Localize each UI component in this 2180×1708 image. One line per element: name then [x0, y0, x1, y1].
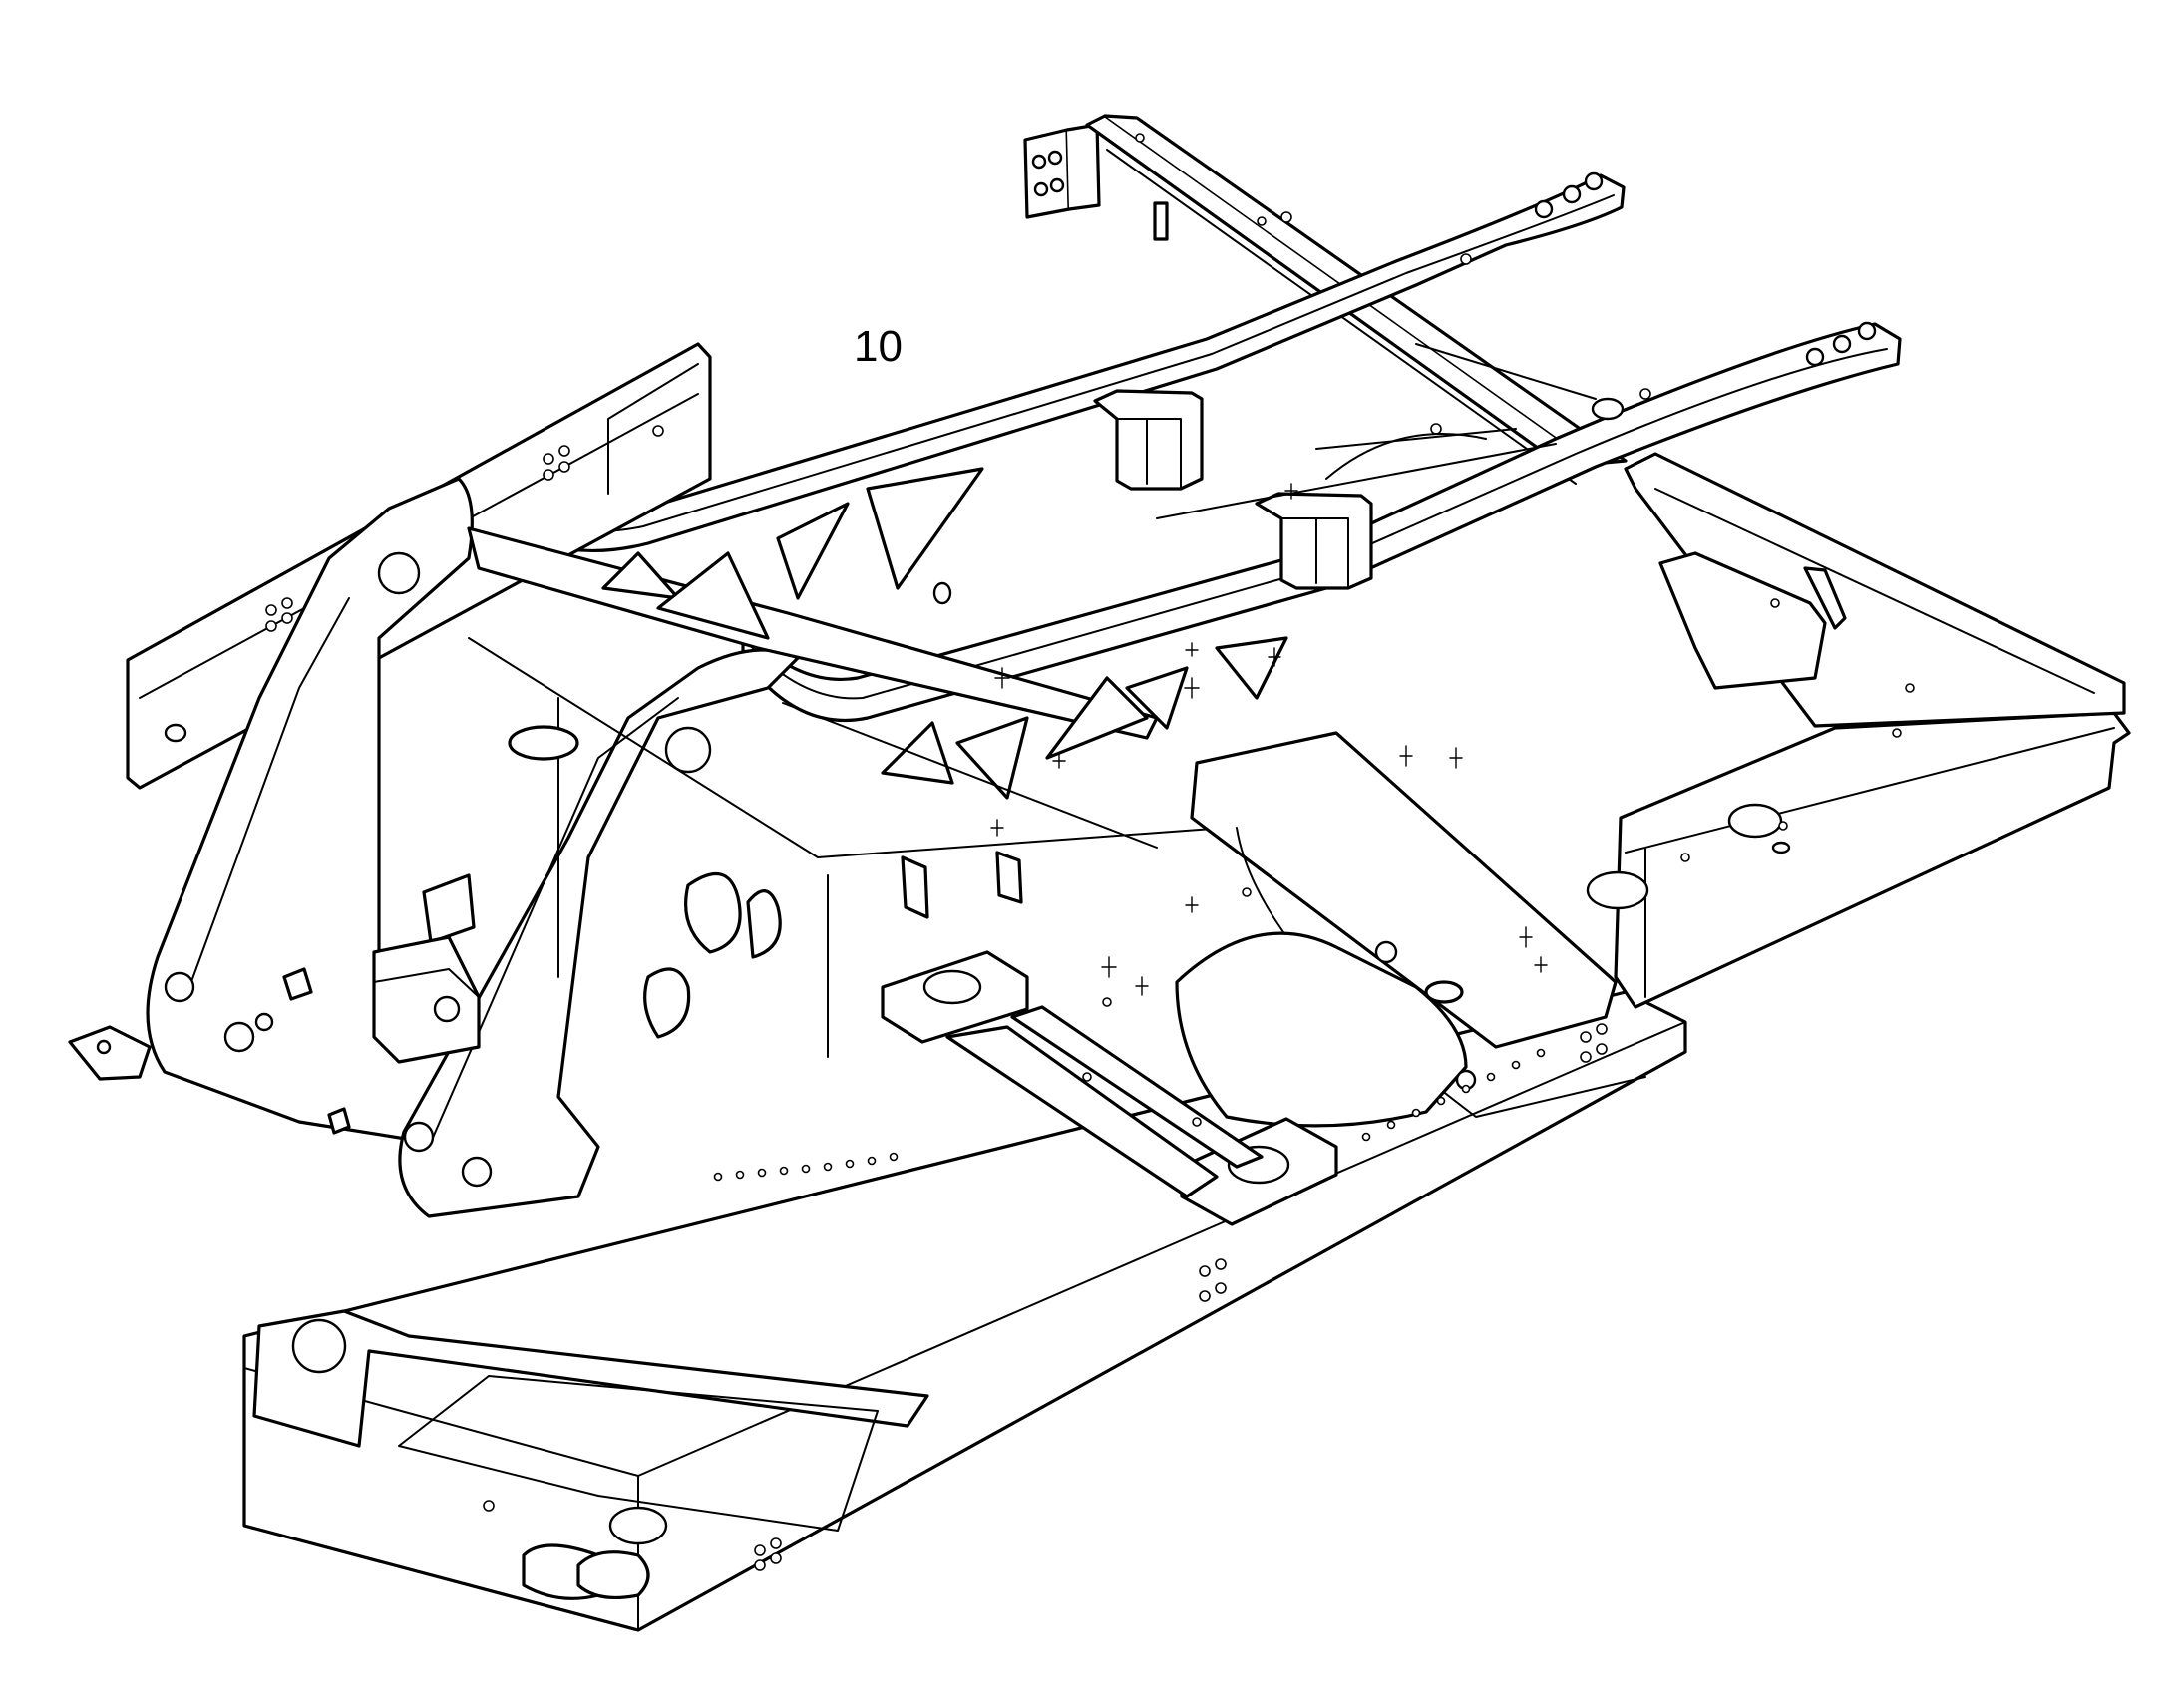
bump-stop [1591, 397, 1625, 421]
center-deck [1175, 731, 1646, 1128]
boom-bracket-lower [1255, 492, 1373, 590]
rear-mount-bracket [1023, 123, 1101, 219]
part-callout-label: 10 [854, 322, 903, 371]
right-deck-plate [1586, 711, 2131, 1009]
connecting-rails [945, 1005, 1264, 1198]
small-holes [652, 211, 1915, 1182]
structural-lines [607, 343, 1597, 1058]
boom-bracket-upper [1093, 389, 1204, 491]
right-side-rail [1624, 452, 2126, 728]
lightening-holes [601, 467, 1288, 1039]
front-cross-panel [252, 1309, 929, 1600]
lower-boom-arm [741, 321, 1902, 723]
pivot-tower-right [398, 648, 800, 1218]
left-mount-foot [68, 1025, 152, 1081]
inner-housing [282, 873, 481, 1135]
bearing-pad-rear [881, 851, 1029, 1044]
